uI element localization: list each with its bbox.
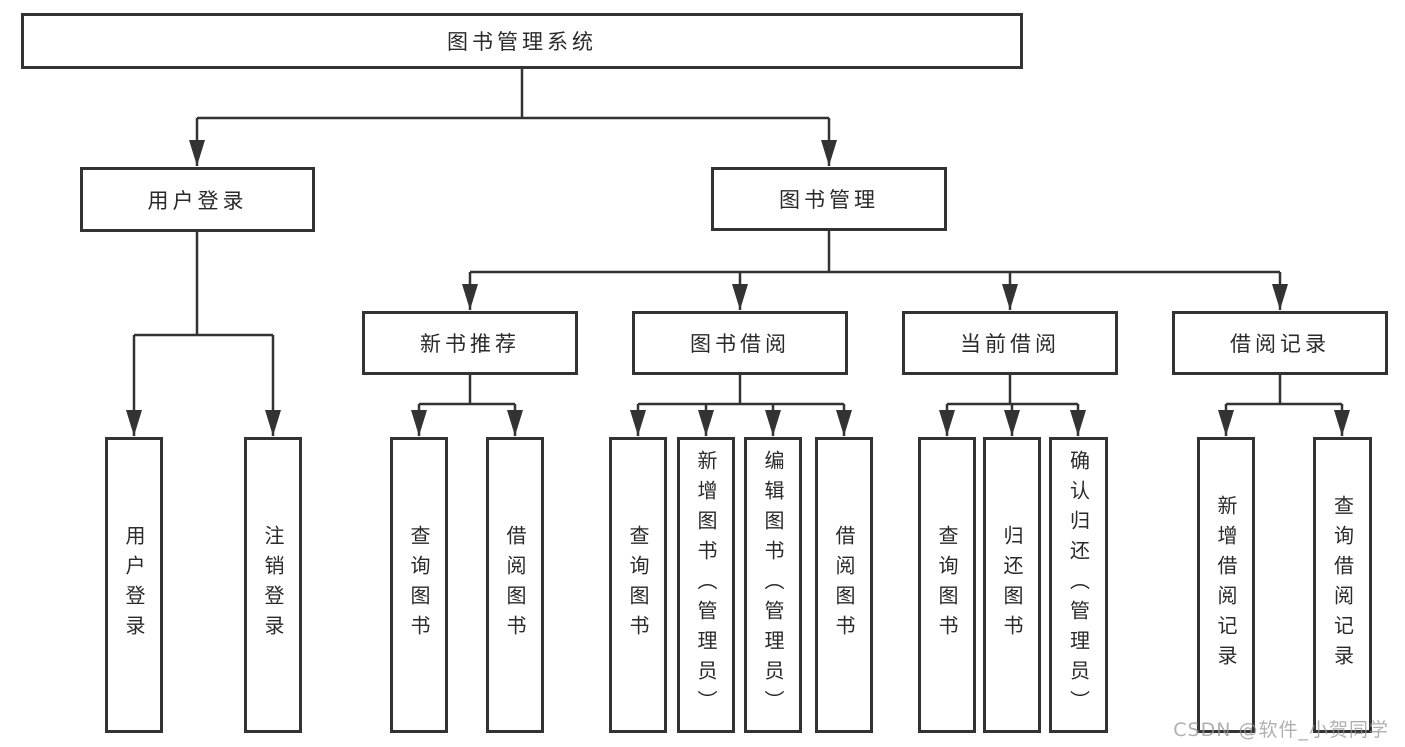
node-label: 当前借阅 [960, 332, 1060, 356]
leaf-cb-confirm-return-admin: 确认归还（管理员） [1049, 437, 1108, 733]
leaf-br-query-record: 查询借阅记录 [1313, 437, 1372, 733]
leaf-cb-return-books: 归还图书 [983, 437, 1041, 733]
node-label: 用户登录 [147, 188, 248, 213]
leaf-bb-query-books: 查询图书 [609, 437, 667, 733]
node-book-management: 图书管理 [711, 167, 947, 231]
leaf-bb-edit-books-admin: 编辑图书（管理员） [744, 437, 802, 733]
node-label: 新增借阅记录 [1214, 495, 1238, 675]
node-label: 图书借阅 [690, 332, 790, 356]
connector-group [126, 69, 1350, 436]
node-library-management-system: 图书管理系统 [21, 13, 1023, 69]
node-label: 归还图书 [1000, 525, 1024, 645]
node-new-book-recommend: 新书推荐 [362, 311, 578, 375]
node-label: 借阅记录 [1230, 332, 1330, 356]
node-label: 查询借阅记录 [1330, 495, 1355, 675]
node-label: 查询图书 [407, 525, 431, 645]
node-label: 用户登录 [122, 525, 146, 645]
node-label: 图书管理系统 [447, 30, 597, 54]
node-label: 注销登录 [261, 525, 285, 645]
node-label: 新增图书（管理员） [694, 450, 718, 720]
node-label: 借阅图书 [832, 525, 856, 645]
leaf-nbr-query-books: 查询图书 [390, 437, 448, 733]
csdn-watermark: CSDN @软件_小贺同学 [1173, 719, 1389, 741]
node-label: 编辑图书（管理员） [761, 450, 785, 720]
node-borrow-records: 借阅记录 [1172, 311, 1388, 375]
leaf-user-login: 用户登录 [105, 437, 163, 733]
node-book-borrow: 图书借阅 [632, 311, 848, 375]
node-label: 新书推荐 [420, 332, 520, 356]
node-label: 查询图书 [626, 525, 650, 645]
leaf-br-add-record: 新增借阅记录 [1197, 437, 1255, 733]
leaf-cb-query-books: 查询图书 [918, 437, 976, 733]
node-current-borrow: 当前借阅 [902, 311, 1118, 375]
node-label: 确认归还（管理员） [1066, 450, 1091, 720]
node-user-login: 用户登录 [80, 167, 315, 232]
leaf-nbr-borrow-books: 借阅图书 [486, 437, 544, 733]
leaf-bb-borrow-books: 借阅图书 [815, 437, 873, 733]
node-label: 图书管理 [779, 188, 879, 212]
leaf-logout: 注销登录 [244, 437, 302, 733]
leaf-bb-add-books-admin: 新增图书（管理员） [677, 437, 735, 733]
node-label: 借阅图书 [503, 525, 527, 645]
node-label: 查询图书 [935, 525, 959, 645]
